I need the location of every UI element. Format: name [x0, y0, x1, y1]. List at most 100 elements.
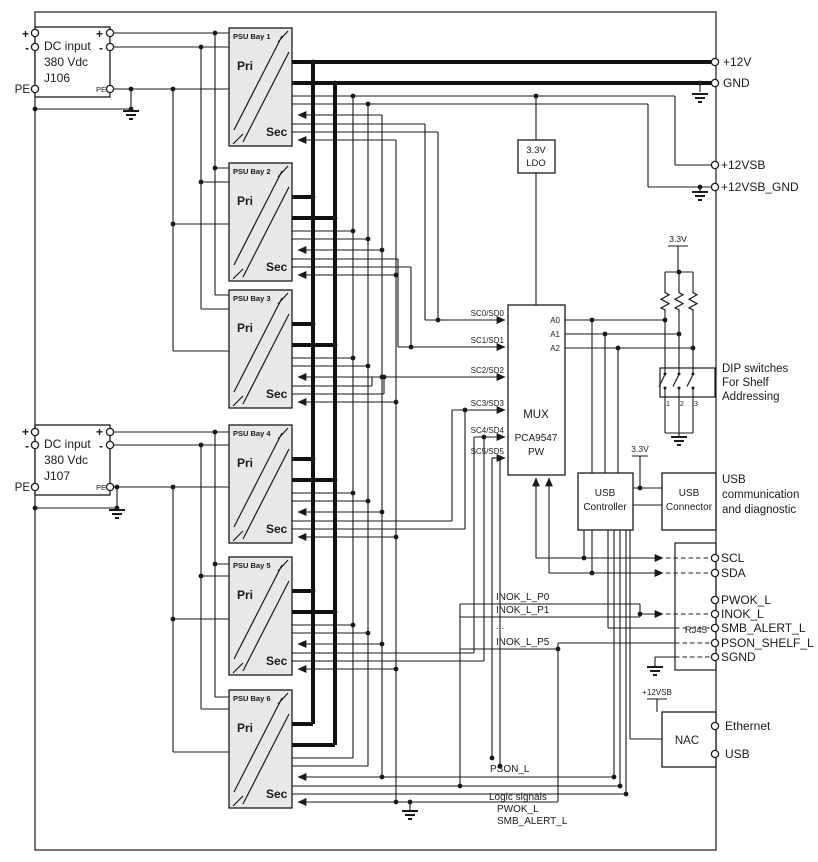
dc2-minus-inner: - — [99, 439, 103, 453]
mux-a1: A1 — [550, 330, 560, 339]
ldo-block: 3.3V LDO — [517, 139, 556, 174]
dc1-minus-inner: - — [99, 41, 103, 55]
rj45-label: RJ45 — [685, 625, 707, 636]
pullup-resistor-3 — [688, 289, 698, 313]
psu-sec-label: Sec — [266, 522, 288, 536]
terminal-circle — [710, 721, 720, 731]
junction-dot — [497, 763, 503, 769]
terminal-circle — [30, 28, 40, 38]
junction-dot — [662, 317, 668, 323]
dip-num-2: 2 — [680, 401, 684, 408]
junction-dot — [212, 165, 218, 171]
junction-dot — [615, 345, 621, 351]
mux-a2: A2 — [550, 344, 560, 353]
junction-dot — [332, 609, 338, 615]
junction-dot — [310, 194, 316, 200]
mux-package: PW — [528, 447, 545, 458]
junction-dot — [198, 442, 204, 448]
junction-dot — [332, 342, 338, 348]
dc-input-j107: DC input 380 Vdc J107 + - PE + - PE — [15, 424, 111, 496]
dip-caption-3: Addressing — [722, 391, 780, 403]
usb-controller-line1: USB — [595, 488, 616, 499]
mux-sc4: SC4/SD4 — [471, 426, 505, 435]
junction-dot — [350, 355, 356, 361]
mux-part: PCA9547 — [515, 433, 558, 444]
terminal-circle — [30, 427, 40, 437]
junction-dot — [212, 429, 218, 435]
psu-bay-title: PSU Bay 4 — [233, 429, 271, 438]
junction-dot — [114, 484, 120, 490]
rj45-block: RJ45 — [674, 542, 717, 671]
pin-label-pwok: PWOK_L — [721, 593, 771, 607]
junction-dot — [170, 221, 176, 227]
dip-switch-3[interactable] — [686, 367, 696, 398]
junction-dot — [393, 272, 399, 278]
pin-label-pson-shelf: PSON_SHELF_L — [721, 636, 814, 650]
mux-sc2: SC2/SD2 — [471, 366, 505, 375]
junction-dot — [350, 228, 356, 234]
junction-dot — [457, 783, 463, 789]
inok-ellipsis: ... — [496, 621, 504, 632]
dc2-pe-label: PE — [15, 482, 31, 494]
dip-num-1: 1 — [666, 401, 670, 408]
dc2-plus-inner: + — [96, 425, 103, 439]
terminal-circle — [105, 42, 115, 52]
dip-switch-2[interactable] — [672, 367, 682, 398]
terminal-circle — [710, 595, 720, 605]
junction-dot — [32, 106, 38, 112]
usb-connector-block: USB Connector — [661, 472, 717, 531]
junction-dot — [623, 791, 629, 797]
nac-supply-label: +12VSB — [642, 688, 672, 697]
mux-sc3: SC3/SD3 — [471, 399, 505, 408]
junction-dot — [602, 331, 608, 337]
psu-bay-title: PSU Bay 3 — [233, 294, 271, 303]
ground-gnd-rail — [691, 93, 709, 103]
logic-pwok-label: PWOK_L — [497, 804, 539, 815]
psu-pri-label: Pri — [237, 456, 253, 470]
junction-dot — [637, 611, 643, 617]
junction-dot — [128, 86, 134, 92]
junction-dot — [350, 93, 356, 99]
terminal-circle — [710, 568, 720, 578]
dip-supply-label: 3.3V — [669, 234, 687, 244]
junction-dot — [365, 498, 371, 504]
psu-sec-label: Sec — [266, 125, 288, 139]
junction-dot — [32, 505, 38, 511]
ldo-line2: LDO — [526, 158, 546, 169]
pin-label-12v: +12V — [723, 55, 751, 69]
junction-dot — [697, 80, 703, 86]
terminal-circle — [105, 427, 115, 437]
pin-label-inok: INOK_L — [721, 607, 764, 621]
terminal-circle — [710, 652, 720, 662]
pin-label-sda: SDA — [721, 566, 746, 580]
pin-label-ethernet: Ethernet — [725, 719, 771, 733]
junction-dot — [617, 783, 623, 789]
junction-dot — [310, 456, 316, 462]
dc1-minus-label: - — [25, 41, 29, 55]
junction-dot — [697, 184, 703, 190]
junction-dot — [170, 484, 176, 490]
wires-dashed — [666, 557, 711, 658]
terminal-circle — [710, 182, 720, 192]
logic-signals-label: Logic signals — [489, 792, 547, 803]
ground-j106 — [122, 110, 140, 120]
ground-sgnd — [646, 666, 664, 676]
junction-dot — [310, 59, 316, 65]
junction-dot — [408, 344, 414, 350]
junction-dot — [407, 799, 413, 805]
wires-arrows — [297, 111, 664, 806]
pson-label: PSON_L — [490, 764, 530, 775]
terminal-circle — [30, 482, 40, 492]
mux-sc5: SC5/SD5 — [471, 447, 505, 456]
pin-label-scl: SCL — [721, 551, 745, 565]
junction-dot — [310, 321, 316, 327]
junction-dot — [198, 179, 204, 185]
junction-dot — [198, 44, 204, 50]
usb-caption-3: and diagnostic — [722, 504, 796, 516]
terminal-circle — [710, 553, 720, 563]
terminal-circle — [30, 42, 40, 52]
dc1-pe-label: PE — [15, 84, 31, 96]
